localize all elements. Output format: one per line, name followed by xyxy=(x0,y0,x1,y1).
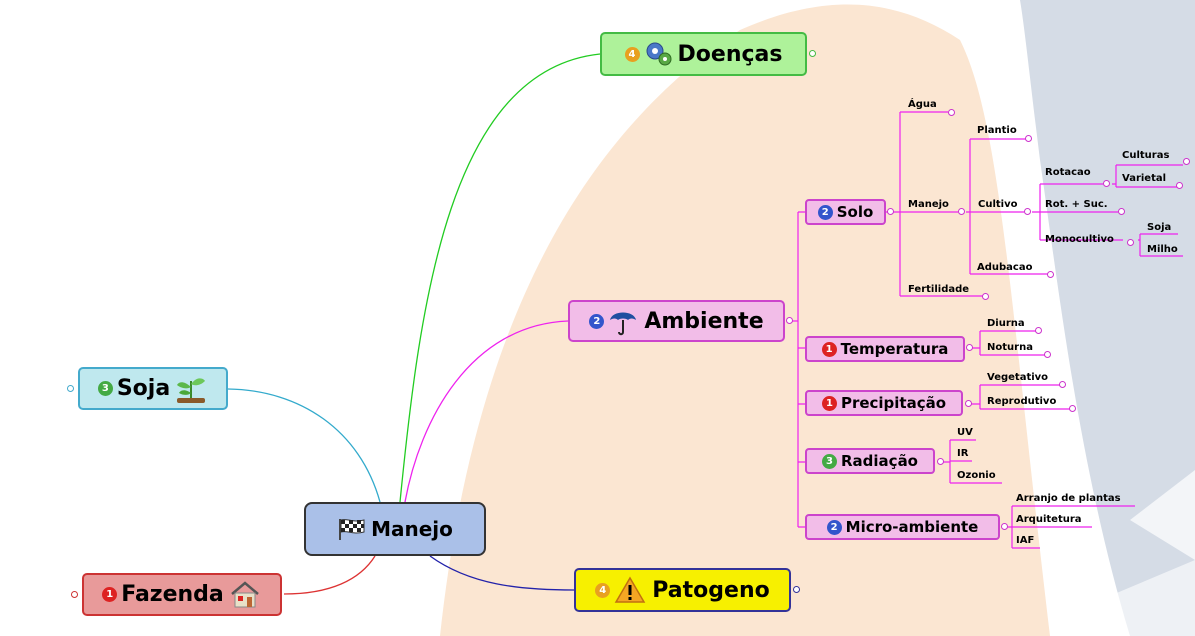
collapse-toggle[interactable] xyxy=(887,208,894,215)
priority-badge: 1 xyxy=(821,341,837,357)
leaf-milho[interactable]: Milho xyxy=(1147,244,1178,255)
leaf-rotacao[interactable]: Rotacao xyxy=(1045,167,1091,178)
collapse-toggle[interactable] xyxy=(958,208,965,215)
branch-label: Doenças xyxy=(677,41,783,67)
leaf-arranjo-de-plantas[interactable]: Arranjo de plantas xyxy=(1016,493,1121,504)
topic-micro-ambiente[interactable]: 2 Micro-ambiente xyxy=(805,514,1000,540)
leaf-arquitetura[interactable]: Arquitetura xyxy=(1016,514,1082,525)
expand-toggle[interactable] xyxy=(1025,135,1032,142)
expand-toggle[interactable] xyxy=(1069,405,1076,412)
topic-label: Micro-ambiente xyxy=(845,518,979,536)
priority-badge: 3 xyxy=(97,381,113,396)
expand-toggle[interactable] xyxy=(67,385,74,392)
branch-label: Soja xyxy=(116,376,171,401)
leaf-adubacao[interactable]: Adubacao xyxy=(977,262,1033,273)
leaf-iaf[interactable]: IAF xyxy=(1016,535,1035,546)
expand-toggle[interactable] xyxy=(982,293,989,300)
central-node-label: Manejo xyxy=(371,517,453,541)
expand-toggle[interactable] xyxy=(1044,351,1051,358)
priority-badge: 1 xyxy=(821,395,837,411)
leaf-vegetativo[interactable]: Vegetativo xyxy=(987,372,1049,383)
topic-precipitacao[interactable]: 1 Precipitação xyxy=(805,390,963,416)
branch-label: Ambiente xyxy=(644,308,764,334)
collapse-toggle[interactable] xyxy=(1103,180,1110,187)
expand-toggle[interactable] xyxy=(1035,327,1042,334)
branch-fazenda[interactable]: 1 Fazenda xyxy=(82,573,282,616)
expand-toggle[interactable] xyxy=(1047,271,1054,278)
expand-toggle[interactable] xyxy=(1118,208,1125,215)
leaf-uv[interactable]: UV xyxy=(957,427,973,438)
checkered-flag-icon xyxy=(339,519,365,540)
leaf-diurna[interactable]: Diurna xyxy=(987,318,1025,329)
branch-soja[interactable]: 3 Soja xyxy=(78,367,228,410)
leaf-cultivo[interactable]: Cultivo xyxy=(978,199,1018,210)
collapse-toggle[interactable] xyxy=(966,344,973,351)
topic-label: Solo xyxy=(836,203,874,221)
leaf-manejo[interactable]: Manejo xyxy=(908,199,949,210)
topic-temperatura[interactable]: 1 Temperatura xyxy=(805,336,965,362)
collapse-toggle[interactable] xyxy=(786,317,793,324)
topic-label: Radiação xyxy=(841,452,918,470)
priority-badge: 1 xyxy=(102,587,118,602)
leaf-reprodutivo[interactable]: Reprodutivo xyxy=(987,396,1057,407)
leaf-culturas[interactable]: Culturas xyxy=(1122,150,1170,161)
branch-patogeno[interactable]: 4 Patogeno xyxy=(574,568,791,612)
link-patogeno xyxy=(429,555,575,591)
expand-toggle[interactable] xyxy=(793,586,800,593)
leaf-plantio[interactable]: Plantio xyxy=(977,125,1017,136)
expand-toggle[interactable] xyxy=(948,109,955,116)
warning-icon xyxy=(614,576,646,603)
collapse-toggle[interactable] xyxy=(1001,523,1008,530)
leaf-monocultivo[interactable]: Monocultivo xyxy=(1045,234,1114,245)
expand-toggle[interactable] xyxy=(1183,158,1190,165)
topic-label: Precipitação xyxy=(840,394,947,412)
topic-solo[interactable]: 2 Solo xyxy=(805,199,886,225)
expand-toggle[interactable] xyxy=(809,50,816,57)
priority-badge: 2 xyxy=(817,204,833,220)
leaf-soja[interactable]: Soja xyxy=(1147,222,1172,233)
topic-label: Temperatura xyxy=(840,340,949,358)
branch-label: Patogeno xyxy=(652,577,770,603)
seedling-icon xyxy=(177,377,206,403)
gears-icon xyxy=(646,42,672,66)
link-fazenda xyxy=(283,555,376,595)
expand-toggle[interactable] xyxy=(1059,381,1066,388)
branch-ambiente[interactable]: 2 Ambiente xyxy=(568,300,785,342)
leaf-ir[interactable]: IR xyxy=(957,448,969,459)
expand-toggle[interactable] xyxy=(71,591,78,598)
leaf-agua[interactable]: Água xyxy=(908,99,937,110)
branch-label: Fazenda xyxy=(121,582,224,607)
priority-badge: 4 xyxy=(624,46,640,62)
background-gray-shape xyxy=(1020,0,1195,636)
leaf-fertilidade[interactable]: Fertilidade xyxy=(908,284,970,295)
link-soja xyxy=(227,388,381,503)
branch-doencas[interactable]: 4 Doenças xyxy=(600,32,807,76)
link-doencas xyxy=(399,53,601,503)
priority-badge: 2 xyxy=(826,519,842,535)
leaf-rot-suc[interactable]: Rot. + Suc. xyxy=(1045,199,1108,210)
topic-radiacao[interactable]: 3 Radiação xyxy=(805,448,935,474)
priority-badge: 3 xyxy=(822,453,837,469)
house-icon xyxy=(230,580,259,607)
priority-badge: 2 xyxy=(589,313,605,329)
leaf-varietal[interactable]: Varietal xyxy=(1122,173,1167,184)
leaf-ozonio[interactable]: Ozonio xyxy=(957,470,996,481)
collapse-toggle[interactable] xyxy=(1127,239,1134,246)
collapse-toggle[interactable] xyxy=(965,400,972,407)
leaf-noturna[interactable]: Noturna xyxy=(987,342,1033,353)
collapse-toggle[interactable] xyxy=(937,458,944,465)
collapse-toggle[interactable] xyxy=(1024,208,1031,215)
central-node-manejo[interactable]: Manejo xyxy=(304,502,486,556)
umbrella-icon xyxy=(610,312,637,336)
expand-toggle[interactable] xyxy=(1176,182,1183,189)
priority-badge: 4 xyxy=(595,582,611,598)
link-ambiente xyxy=(404,320,569,503)
